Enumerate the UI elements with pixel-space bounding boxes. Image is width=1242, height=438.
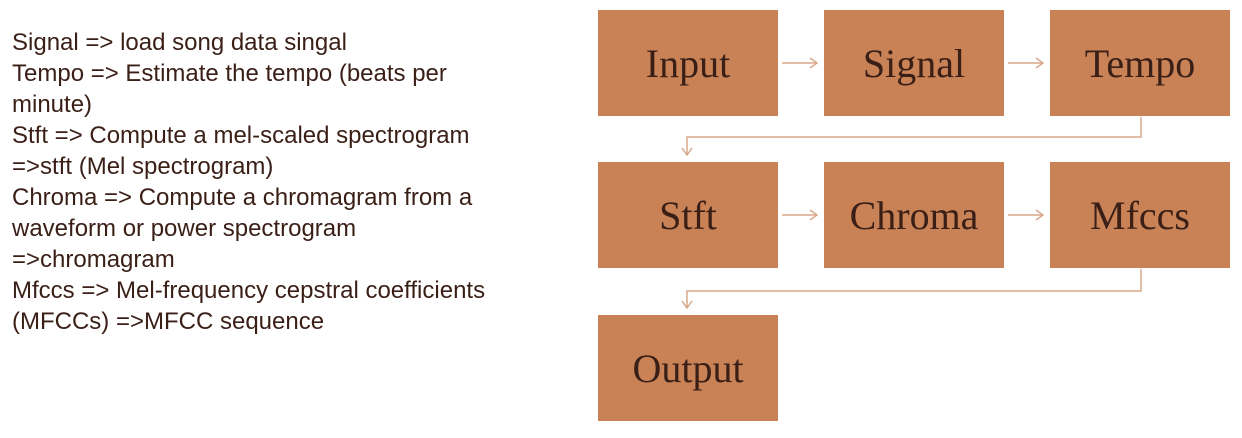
description-line: Tempo => Estimate the tempo (beats per — [12, 60, 447, 87]
node-stft: Stft — [598, 162, 778, 268]
description-line: Chroma => Compute a chromagram from a — [12, 184, 473, 211]
node-output: Output — [598, 315, 778, 421]
arrowhead-mfccs — [1035, 209, 1045, 221]
arrowhead-output — [681, 300, 693, 310]
description-line: waveform or power spectrogram — [12, 215, 357, 242]
node-mfccs: Mfccs — [1050, 162, 1230, 268]
connector-tempo-stft — [686, 117, 1142, 155]
node-tempo: Tempo — [1050, 10, 1230, 116]
description-line: (MFCCs) =>MFCC sequence — [12, 308, 325, 335]
description-line: Mfccs => Mel-frequency cepstral coeffici… — [12, 277, 486, 304]
arrowhead-stft — [681, 147, 693, 157]
description-line: =>chromagram — [12, 246, 175, 273]
arrowhead-tempo — [1035, 57, 1045, 69]
description-line: =>stft (Mel spectrogram) — [12, 153, 274, 180]
connector-mfccs-output — [686, 269, 1142, 308]
description-line: Signal => load song data singal — [12, 29, 347, 56]
arrowhead-chroma — [809, 209, 819, 221]
node-chroma: Chroma — [824, 162, 1004, 268]
description-line: minute) — [12, 91, 93, 118]
description-line: Stft => Compute a mel-scaled spectrogram — [12, 122, 470, 149]
node-signal: Signal — [824, 10, 1004, 116]
description-text: Signal => load song data singal Tempo =>… — [12, 27, 572, 337]
arrowhead-signal — [809, 57, 819, 69]
node-input: Input — [598, 10, 778, 116]
